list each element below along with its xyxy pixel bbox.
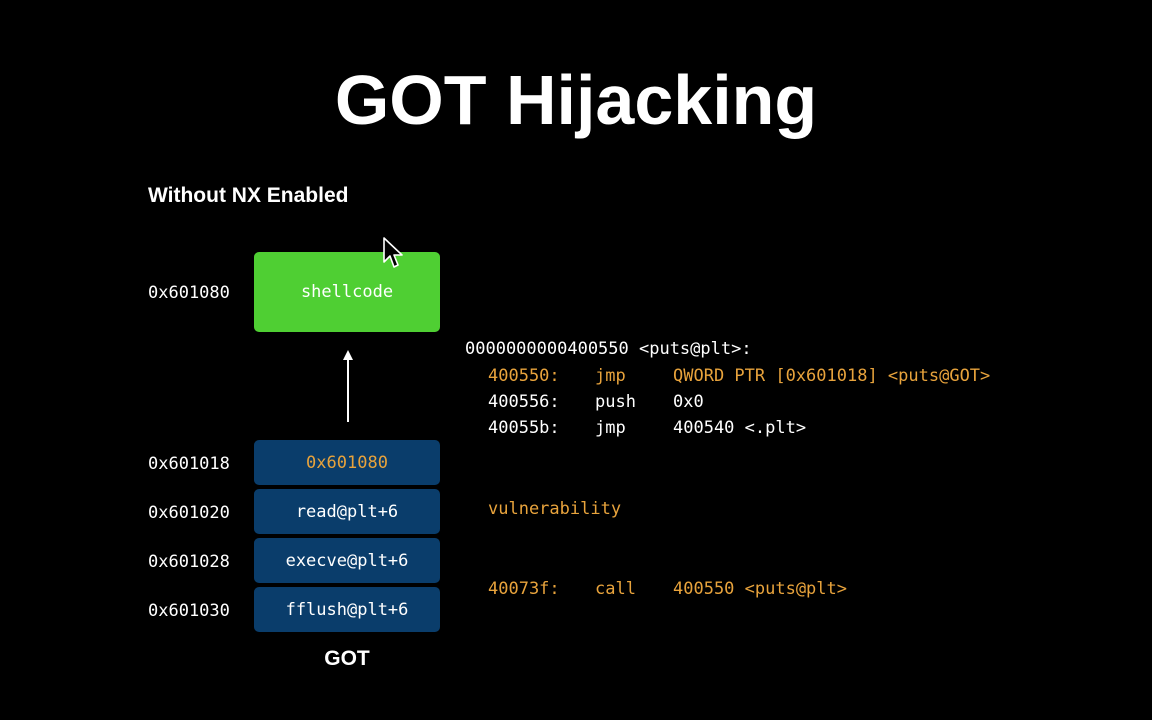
- got-entry-address: 0x601020: [148, 503, 230, 523]
- got-entry-address: 0x601028: [148, 552, 230, 572]
- got-entry-value: 0x601080: [306, 452, 388, 473]
- call-addr: 40073f:: [488, 579, 560, 599]
- disasm-addr: 400550:: [488, 366, 560, 386]
- call-op: call: [595, 579, 636, 599]
- disasm-addr: 40055b:: [488, 418, 560, 438]
- disasm-op: jmp: [595, 366, 626, 386]
- disasm-addr: 400556:: [488, 392, 560, 412]
- slide-subtitle: Without NX Enabled: [148, 184, 349, 207]
- up-arrow-icon: [343, 350, 353, 422]
- got-entry-address: 0x601018: [148, 454, 230, 474]
- slide-title: GOT Hijacking: [334, 61, 818, 139]
- got-label: GOT: [324, 647, 370, 670]
- shellcode-label: shellcode: [300, 282, 394, 302]
- got-entry-execve: execve@plt+6: [254, 538, 440, 583]
- got-entry-read: read@plt+6: [254, 489, 440, 534]
- disasm-op: push: [595, 392, 636, 412]
- disasm-args: QWORD PTR [0x601018] <puts@GOT>: [673, 366, 991, 386]
- vulnerability-label: vulnerability: [488, 499, 622, 519]
- shellcode-block: shellcode: [254, 252, 440, 332]
- shellcode-address: 0x601080: [148, 283, 230, 303]
- call-args: 400550 <puts@plt>: [673, 579, 847, 599]
- got-entry-value: read@plt+6: [295, 501, 399, 522]
- got-entry-address: 0x601030: [148, 601, 230, 621]
- disasm-args: 400540 <.plt>: [673, 418, 807, 438]
- mouse-cursor-icon: [383, 237, 403, 268]
- got-entry-value: fflush@plt+6: [285, 599, 409, 620]
- got-entry-value: execve@plt+6: [285, 550, 409, 571]
- disasm-args: 0x0: [673, 392, 704, 412]
- plt-header: 0000000000400550 <puts@plt>:: [465, 339, 752, 359]
- got-entry-puts: 0x601080: [254, 440, 440, 485]
- got-entry-fflush: fflush@plt+6: [254, 587, 440, 632]
- disasm-op: jmp: [595, 418, 626, 438]
